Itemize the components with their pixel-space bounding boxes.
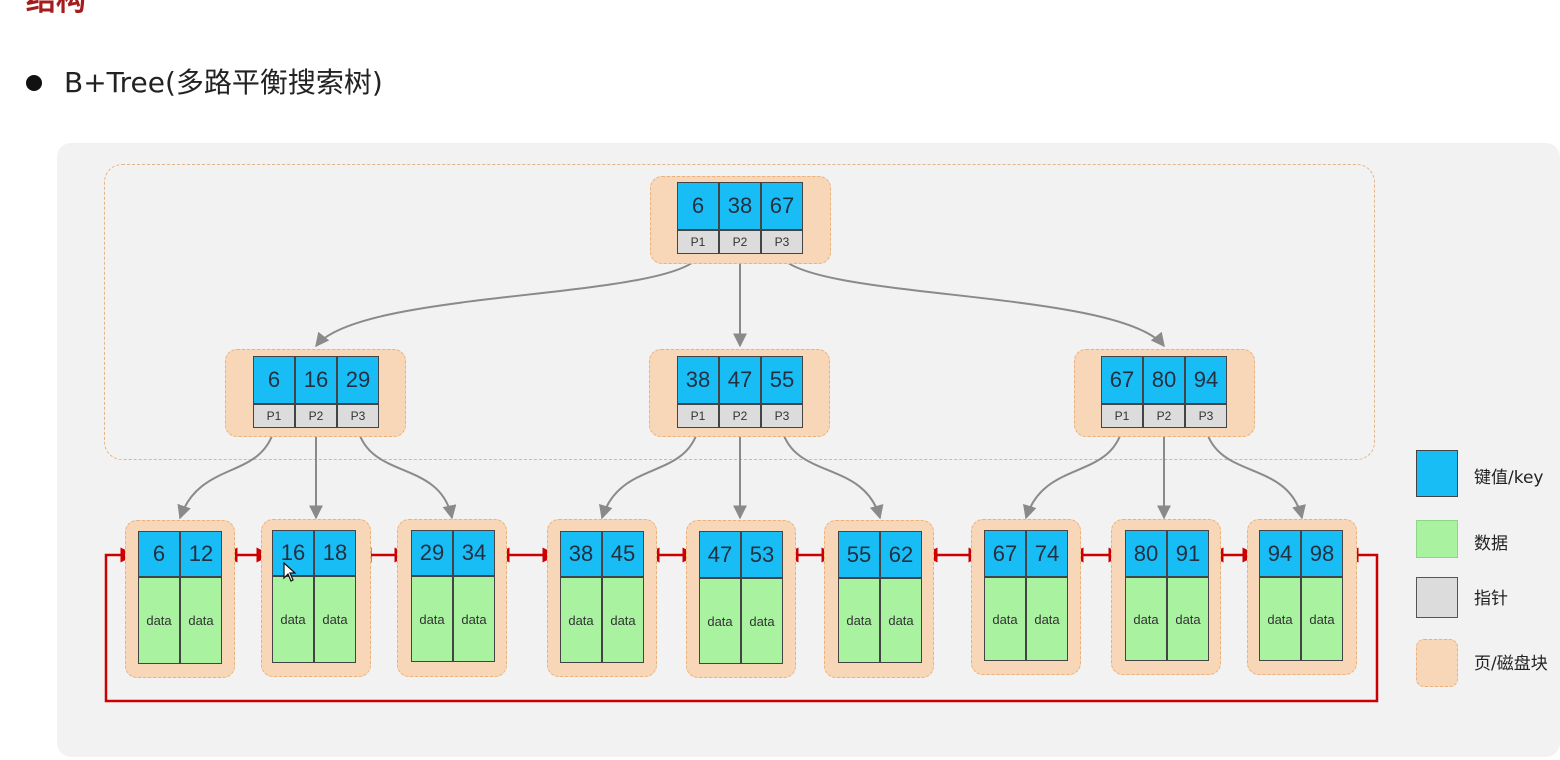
internal-pointer-cell: P2 [295,404,337,428]
leaf-key-cell: 62 [880,531,922,578]
internal-pointer-cell: P1 [1101,404,1143,428]
leaf-key-cell: 55 [838,531,880,578]
internal-key-cell: 38 [677,356,719,404]
pointer-arrow [599,429,699,520]
leaf-key-cell: 16 [272,530,314,576]
leaf-key-cell: 94 [1259,530,1301,577]
slide-subtitle: B+Tree(多路平衡搜索树) [64,66,383,99]
internal-key-cell: 55 [761,356,803,404]
leaf-data-cell: data [1167,577,1209,661]
leaf-key-cell: 12 [180,531,222,577]
leaf-data-cell: data [272,576,314,663]
leaf-wrap-link [104,547,1379,703]
internal-pointer-cell: P3 [337,404,379,428]
legend-key-label: 键值/key [1474,468,1544,488]
legend-pointer-label: 指针 [1474,589,1508,609]
pointer-arrow [1205,429,1306,520]
leaf-data-cell: data [1259,577,1301,661]
pointer-arrow [781,429,884,520]
leaf-data-cell: data [180,577,222,664]
root-pointer-cell: P2 [719,230,761,254]
root-key-cell: 38 [719,182,761,230]
leaf-key-cell: 80 [1125,530,1167,577]
leaf-data-cell: data [1026,577,1068,661]
leaf-data-cell: data [411,576,453,662]
internal-key-cell: 47 [719,356,761,404]
root-key-cell: 6 [677,182,719,230]
pointer-arrow [177,429,275,520]
leaf-key-cell: 98 [1301,530,1343,577]
leaf-key-cell: 6 [138,531,180,577]
root-pointer-cell: P1 [677,230,719,254]
internal-pointer-cell: P2 [719,404,761,428]
leaf-key-cell: 29 [411,530,453,576]
mouse-cursor-icon [283,562,297,582]
section-title: 结构 [26,0,86,18]
leaf-data-cell: data [880,578,922,663]
leaf-data-cell: data [453,576,495,662]
pointer-arrow [315,257,699,348]
leaf-data-cell: data [138,577,180,664]
root-key-cell: 67 [761,182,803,230]
internal-pointer-cell: P2 [1143,404,1185,428]
leaf-key-cell: 67 [984,530,1026,577]
leaf-data-cell: data [741,578,783,664]
leaf-key-cell: 74 [1026,530,1068,577]
bullet-icon [26,75,42,91]
internal-key-cell: 16 [295,356,337,404]
leaf-key-cell: 47 [699,531,741,578]
legend-pointer-swatch [1416,577,1458,618]
internal-key-cell: 67 [1101,356,1143,404]
legend-key-swatch [1416,450,1458,497]
leaf-data-cell: data [602,577,644,663]
leaf-key-cell: 45 [602,531,644,577]
leaf-key-cell: 91 [1167,530,1209,577]
leaf-data-cell: data [314,576,356,663]
legend-page-label: 页/磁盘块 [1474,654,1548,674]
internal-key-cell: 6 [253,356,295,404]
internal-key-cell: 29 [337,356,379,404]
leaf-data-cell: data [1301,577,1343,661]
internal-pointer-cell: P3 [1185,404,1227,428]
internal-pointer-cell: P1 [253,404,295,428]
internal-pointer-cell: P3 [761,404,803,428]
leaf-key-cell: 53 [741,531,783,578]
pointer-arrow [357,429,457,520]
leaf-key-cell: 38 [560,531,602,577]
leaf-data-cell: data [984,577,1026,661]
internal-pointer-cell: P1 [677,404,719,428]
legend-data-label: 数据 [1474,534,1508,554]
pointer-arrow [1023,429,1123,520]
internal-key-cell: 94 [1185,356,1227,404]
internal-key-cell: 80 [1143,356,1185,404]
leaf-data-cell: data [1125,577,1167,661]
leaf-data-cell: data [838,578,880,663]
pointer-arrow [781,257,1165,348]
leaf-key-cell: 34 [453,530,495,576]
leaf-data-cell: data [699,578,741,664]
legend-page-swatch [1416,639,1458,687]
leaf-key-cell: 18 [314,530,356,576]
root-pointer-cell: P3 [761,230,803,254]
leaf-data-cell: data [560,577,602,663]
legend-data-swatch [1416,520,1458,558]
